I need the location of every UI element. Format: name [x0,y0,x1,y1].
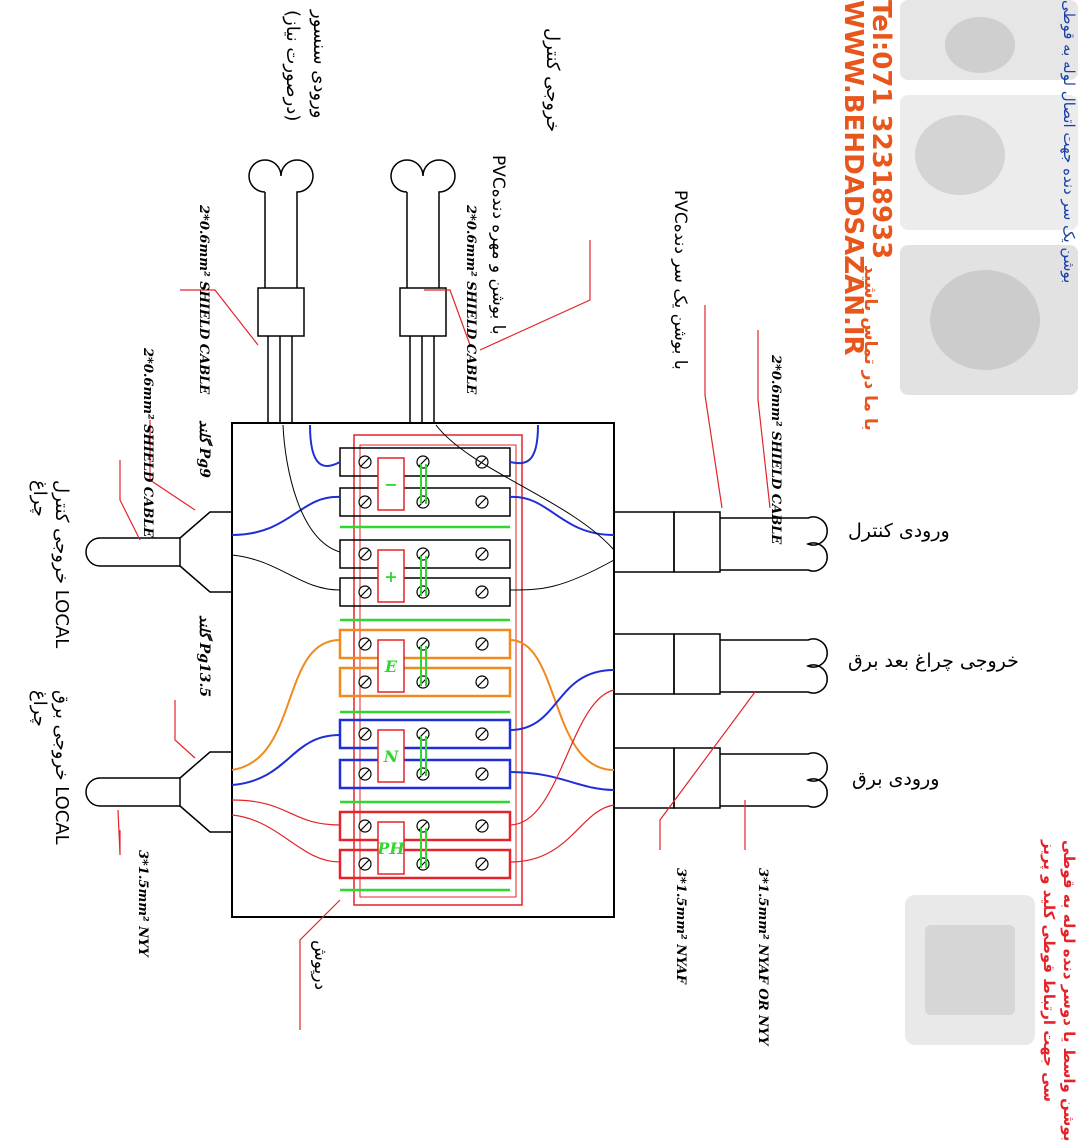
wire-black-1 [282,424,341,553]
screw-slot [360,549,370,559]
product-photos [900,0,1078,1045]
terminal-label: E [384,657,398,676]
wire-orange-1 [231,639,341,771]
terminal-label-box [377,729,405,783]
screw-slot [477,821,487,831]
terminal-label-box [377,639,405,693]
screw-slot [360,729,370,739]
wire-blue-ctrl-left [231,495,341,536]
label-lamp-out: خروجی چراغ بعد برق [848,650,1019,672]
label-power-in: ورودی برق [852,768,940,790]
label-sensor-in: ورودی سنسور [309,10,330,119]
screw-slot [360,587,370,597]
cover-outline [353,434,523,906]
label-shield-c: 2*0.6mm² SHIELD CABLE [768,355,783,545]
wire-red-2 [509,689,615,826]
wire-red-3 [509,804,615,863]
terminal-label-box [377,457,405,511]
wire-black-2 [231,554,341,591]
screw-slot [360,457,370,467]
screw-slot [360,639,370,649]
wires [231,424,615,863]
wire-blue-top-right [509,424,539,465]
terminal-label: PH [376,839,405,858]
terminal-label-box [377,549,405,603]
right-cable-control-in [613,511,828,573]
screw-slot [477,457,487,467]
cover-inner [359,444,517,898]
label-pg9: گلند Pg9 [196,420,212,478]
ad-bottom-caption-1: بوشن واسط یا دوسر دنده لوله به قوطی [1060,840,1078,1141]
label-gland-note-b: PVCبا بوشن یک سر دنده [670,190,690,370]
wire-black-4 [509,559,615,591]
label-cover: درپوش [310,940,330,991]
wire-blue-n-2 [509,669,615,731]
screw-slot [477,639,487,649]
screw-slot [477,549,487,559]
label-local-control-out: خروجی کنترل LOCAL چراغ [29,480,72,649]
screw-slot [360,497,370,507]
screw-slot [360,859,370,869]
screw-slot [360,821,370,831]
screw-slot [477,859,487,869]
wire-blue-n-1 [231,734,341,786]
label-local-power-out: خروجی برق LOCAL چراغ [29,690,72,845]
screw-slot [360,677,370,687]
ad-contact: با ما در تماس باشید [860,265,880,431]
wire-black-3 [435,424,615,551]
terminal-label: − [384,475,397,494]
wire-orange-2 [509,639,615,771]
label-shield-b: 2*0.6mm² SHIELD CABLE [463,205,478,395]
screw-slot [477,729,487,739]
label-cable-nyaf-or-nyy: 3*1.5mm² NYAF OR NYY [755,868,770,1046]
label-cable-nyy: 3*1.5mm² NYY [135,850,150,957]
ad-top-caption: بوشن یک سر دنده جهت اتصال لوله به قوطی [1060,0,1078,284]
green-rails [340,525,510,892]
terminal-label-box [377,821,405,875]
ad-bottom-caption-2: سی جهت ارتباط قوطی کلید و پریز [1040,840,1058,1103]
label-pg135: گلند Pg13.5 [196,615,212,698]
label-control-in: ورودی کنترل [848,520,950,542]
screw-slot [477,497,487,507]
screw-slot [477,769,487,779]
wire-red-1 [231,799,341,826]
screw-slot [477,677,487,687]
label-shield-a: 2*0.6mm² SHIELD CABLE [196,205,211,395]
terminal-blocks: − + E N PH [338,447,512,880]
wire-red-4 [231,814,341,863]
ad-tel: Tel:071 32318933 [866,0,896,260]
label-cable-nyaf: 3*1.5mm² NYAF [673,868,688,984]
leader-lines [117,240,771,1030]
left-gland-pg135 [85,751,232,833]
wiring-diagram: − + E N PH [85,0,1078,1045]
wire-blue-top-left [309,424,341,467]
label-gland-note-a: PVCبا بوشن و مهره دنده [488,155,508,335]
terminal-label: N [383,747,400,766]
right-cable-lamp-out [613,633,828,695]
top-cable-control-out [390,159,456,423]
label-sensor-in-note: (درصورت نیاز) [282,10,303,122]
screw-slot [477,587,487,597]
screw-slot [360,769,370,779]
terminal-label: + [384,567,397,586]
top-cable-sensor [248,159,314,423]
wire-blue-n-3 [509,771,615,791]
right-cable-power-in [613,747,828,809]
label-control-out-top: خروجی کنترل [542,28,563,133]
left-gland-pg9 [85,511,232,593]
label-shield-d: 2*0.6mm² SHIELD CABLE [140,348,155,538]
wire-blue-ctrl-right [509,495,615,536]
